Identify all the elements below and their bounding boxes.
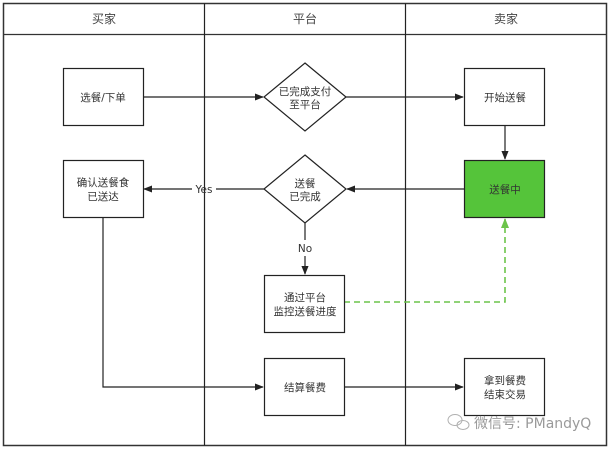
node-select-order: 选餐/下单 xyxy=(62,67,145,127)
decision-diamond xyxy=(263,154,347,224)
node-label: 拿到餐费 xyxy=(484,374,526,387)
outer-border xyxy=(2,2,608,447)
node-delivering: 送餐中 xyxy=(463,159,546,219)
watermark-text: 微信号: PMandyQ xyxy=(474,416,591,432)
lane-title-buyer: 买家 xyxy=(92,11,116,26)
node-monitor: 通过平台 监控送餐进度 xyxy=(263,274,346,334)
wechat-icon xyxy=(447,414,470,430)
node-receive-payment: 拿到餐费 结束交易 xyxy=(463,357,546,417)
process-box-highlight xyxy=(463,159,546,219)
node-settle: 结算餐费 xyxy=(263,357,346,417)
node-label: 通过平台 xyxy=(284,291,326,304)
node-delivery-done: 送餐 已完成 xyxy=(263,154,347,224)
watermark: 微信号: PMandyQ xyxy=(447,414,591,432)
node-label: 结算餐费 xyxy=(284,381,326,394)
process-box xyxy=(463,357,546,417)
node-label: 已完成支付 xyxy=(279,85,332,98)
edge-label-no: No xyxy=(298,243,312,255)
node-label: 已完成 xyxy=(289,190,321,203)
node-label: 开始送餐 xyxy=(484,91,526,104)
process-box xyxy=(463,67,546,127)
node-payment-check: 已完成支付 至平台 xyxy=(263,62,347,132)
lane-title-seller: 卖家 xyxy=(494,11,518,26)
process-box xyxy=(263,274,346,334)
decision-diamond xyxy=(263,62,347,132)
edge-monitor-to-delivering xyxy=(344,218,509,303)
edge-confirm-to-settle xyxy=(102,217,264,391)
process-box xyxy=(62,67,145,127)
node-label: 至平台 xyxy=(289,98,321,111)
lane-title-platform: 平台 xyxy=(293,11,317,26)
node-label: 送餐 xyxy=(295,177,316,190)
lane-frame xyxy=(2,2,608,447)
edges xyxy=(102,93,509,391)
process-box xyxy=(62,159,145,219)
node-start-delivery: 开始送餐 xyxy=(463,67,546,127)
node-label: 选餐/下单 xyxy=(80,91,126,104)
node-label: 结束交易 xyxy=(484,388,526,401)
node-label: 送餐中 xyxy=(489,183,521,196)
node-label: 已送达 xyxy=(87,190,119,203)
process-box xyxy=(263,357,346,417)
node-confirm-delivered: 确认送餐食 已送达 xyxy=(62,159,145,219)
edge-label-yes: Yes xyxy=(195,184,213,196)
node-label: 确认送餐食 xyxy=(77,176,130,189)
node-label: 监控送餐进度 xyxy=(274,305,337,318)
